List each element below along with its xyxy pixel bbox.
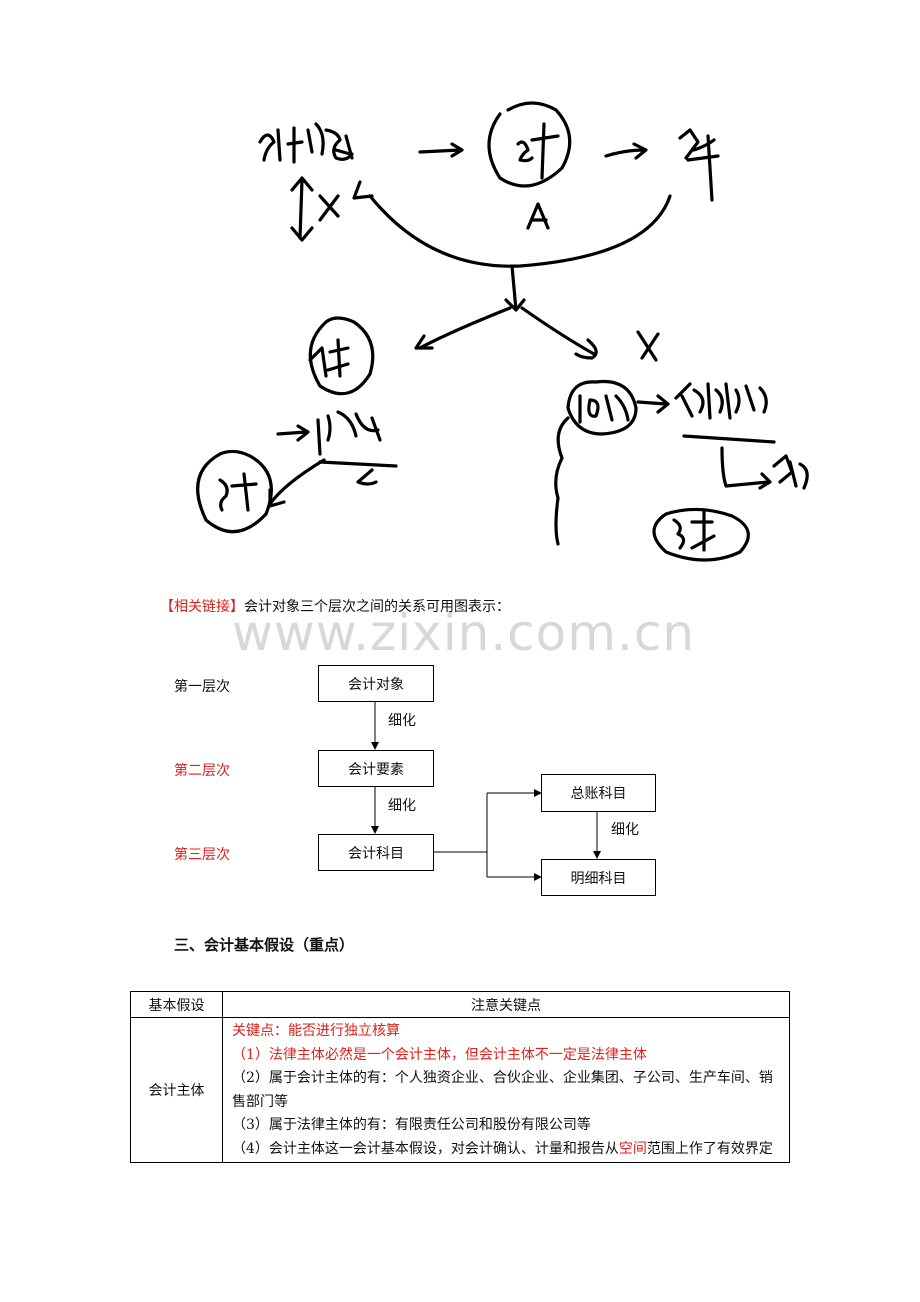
table-header-row: 基本假设 注意关键点	[130, 991, 790, 1018]
header-key-points: 注意关键点	[222, 991, 790, 1018]
watermark: www.zixin.com.cn	[232, 604, 696, 662]
refine-label-1: 细化	[388, 713, 416, 729]
box-detail-ledger: 明细科目	[541, 859, 656, 896]
point-3: （3）属于法律主体的有：有限责任公司和股份有限公司等	[232, 1117, 591, 1134]
box-accounting-elements: 会计要素	[318, 750, 434, 787]
section-title: 三、会计基本假设（重点）	[174, 936, 355, 954]
box-general-ledger: 总账科目	[541, 774, 656, 812]
related-link-text: 会计对象三个层次之间的关系可用图表示：	[244, 599, 510, 615]
level-1-label: 第一层次	[174, 679, 230, 695]
box-accounting-object: 会计对象	[318, 665, 434, 702]
handwritten-sketch	[196, 101, 809, 562]
key-point-line: 关键点：能否进行独立核算	[232, 1023, 400, 1039]
point-4-text-b: 范围上作了有效界定	[646, 1140, 773, 1157]
point-4: （4）会计主体这一会计基本假设，对会计确认、计量和报告从空间范围上作了有效界定	[232, 1138, 785, 1162]
level-2-label: 第二层次	[174, 763, 230, 779]
table-row: 会计主体 关键点：能否进行独立核算 （1）法律主体必然是一个会计主体，但会计主体…	[130, 1017, 790, 1163]
point-2: （2）属于会计主体的有：个人独资企业、合伙企业、企业集团、子公司、生产车间、销售…	[232, 1070, 773, 1110]
related-link-label: 【相关链接】	[160, 599, 244, 615]
refine-label-2: 细化	[388, 798, 416, 814]
level-3-label: 第三层次	[174, 847, 230, 863]
point-4-highlight: 空间	[618, 1140, 647, 1157]
assumptions-table: 基本假设 注意关键点 会计主体 关键点：能否进行独立核算 （1）法律主体必然是一…	[130, 991, 790, 1163]
related-link-intro: 【相关链接】会计对象三个层次之间的关系可用图表示：	[160, 596, 510, 616]
refine-label-3: 细化	[611, 822, 639, 838]
box-accounting-subjects: 会计科目	[318, 834, 434, 871]
point-4-text-a: （4）会计主体这一会计基本假设，对会计确认、计量和报告从	[232, 1140, 619, 1157]
header-assumption: 基本假设	[130, 991, 223, 1018]
point-1: （1）法律主体必然是一个会计主体，但会计主体不一定是法律主体	[232, 1046, 647, 1063]
row-name-accounting-entity: 会计主体	[130, 1017, 223, 1163]
row-key-points: 关键点：能否进行独立核算 （1）法律主体必然是一个会计主体，但会计主体不一定是法…	[222, 1017, 790, 1163]
